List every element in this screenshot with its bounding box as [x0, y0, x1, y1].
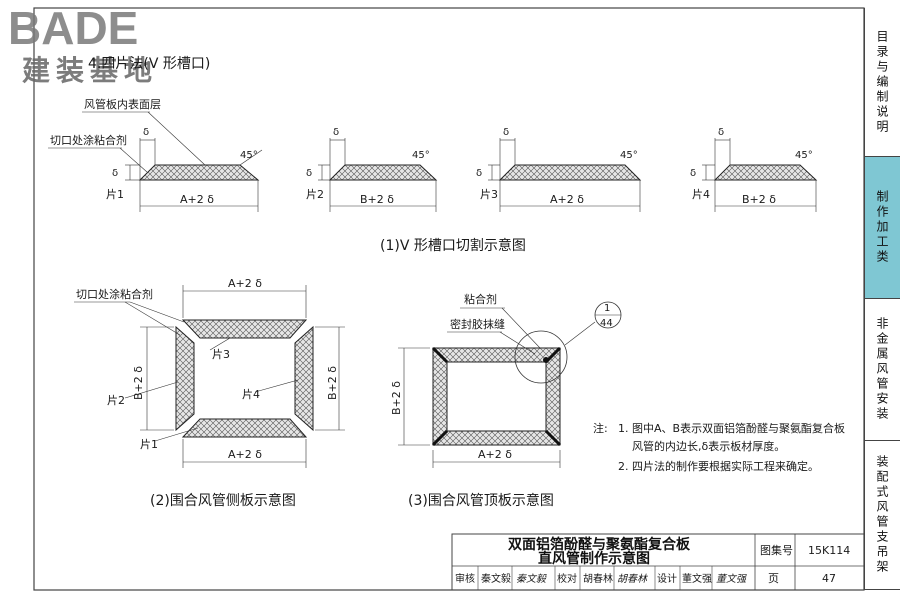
fig1-angle-4: 45°: [795, 150, 813, 161]
fig3-caption: (3)围合风管顶板示意图: [408, 492, 554, 509]
atlas-number: 15K114: [808, 544, 850, 557]
fig1-delta-side-2: δ: [306, 168, 312, 179]
fig1-piece-1: 片1: [106, 188, 124, 201]
fig2-piece-3: 片3: [212, 348, 230, 361]
fig1-panel-4: δ δ 45° 片4 B+2 δ: [690, 127, 818, 212]
fig1-label-glue: 切口处涂粘合剂: [50, 133, 127, 147]
fig1-piece-2: 片2: [306, 188, 324, 201]
notes-line-1: 1. 图中A、B表示双面铝箔酚醛与聚氨酯复合板: [618, 421, 845, 435]
fig1-caption: (1)V 形槽口切割示意图: [380, 237, 526, 254]
fig2-dim-left: B+2 δ: [132, 366, 145, 400]
sidebar-item-label: 制作加工类: [875, 190, 889, 265]
fig1-piece-3: 片3: [480, 188, 498, 201]
fig3-dim-left: B+2 δ: [390, 381, 403, 415]
fig1-dim-4: B+2 δ: [742, 193, 776, 206]
fig1-dim-1: A+2 δ: [180, 193, 214, 206]
fig1-delta-top-1: δ: [143, 127, 149, 138]
notes-line-2: 风管的内边长,δ表示板材厚度。: [632, 439, 785, 453]
sidebar-item-catalog[interactable]: 目录与编制说明: [864, 8, 900, 156]
title-line-1: 双面铝箔酚醛与聚氨酯复合板: [508, 536, 691, 553]
tb-review-name: 秦文毅: [481, 572, 511, 585]
fig2-piece-2: 片2: [107, 394, 125, 407]
fig1-panel-3: δ δ 45° 片3 A+2 δ: [476, 127, 642, 212]
fig1-delta-side-4: δ: [690, 168, 696, 179]
fig1-delta-top-4: δ: [718, 127, 724, 138]
tb-check-name: 胡春林: [583, 572, 613, 585]
title-line-2: 直风管制作示意图: [538, 550, 650, 567]
page-label: 页: [768, 572, 779, 585]
tb-review-label: 审核: [455, 572, 475, 585]
sidebar-item-fabrication[interactable]: 制作加工类: [864, 156, 900, 298]
sidebar-item-nonmetal-duct[interactable]: 非金属风管安装: [864, 298, 900, 440]
sidebar-item-label: 目录与编制说明: [875, 29, 889, 135]
notes-line-3: 2. 四片法的制作要根据实际工程来确定。: [618, 459, 819, 473]
fig3-dim-bottom: A+2 δ: [478, 448, 512, 461]
fig3-detail-ref-bottom: 44: [600, 318, 613, 329]
fig3-label-glue: 粘合剂: [464, 292, 497, 306]
fig1-delta-top-3: δ: [503, 127, 509, 138]
notes-prefix: 注:: [593, 421, 608, 435]
fig1-label-inner-surface: 风管板内表面层: [84, 97, 161, 111]
fig1-piece-4: 片4: [692, 188, 710, 201]
fig2-dim-bottom: A+2 δ: [228, 448, 262, 461]
fig2-dim-top: A+2 δ: [228, 277, 262, 290]
fig1-dim-3: A+2 δ: [550, 193, 584, 206]
sidebar-item-support-hanger[interactable]: 装配式风管支吊架: [864, 440, 900, 590]
page-number: 47: [822, 572, 836, 585]
atlas-label: 图集号: [760, 543, 793, 557]
fig1-angle-2: 45°: [412, 150, 430, 161]
fig2-piece-1: 片1: [140, 438, 158, 451]
fig2-dim-right: B+2 δ: [326, 366, 339, 400]
fig3-assembly: [398, 301, 622, 468]
tb-design-name: 董文强: [682, 572, 712, 585]
tb-design-sign: 董文强: [716, 573, 747, 585]
fig1-dim-2: B+2 δ: [360, 193, 394, 206]
sidebar-item-label: 装配式风管支吊架: [875, 455, 889, 575]
fig1-delta-side-3: δ: [476, 168, 482, 179]
fig2-caption: (2)围合风管侧板示意图: [150, 492, 296, 509]
fig1-panel-1: δ δ 45° 片1 A+2 δ: [106, 127, 263, 212]
sidebar-item-label: 非金属风管安装: [875, 317, 889, 422]
fig2-piece-4: 片4: [242, 388, 260, 401]
logo-subtitle: 建装基地: [22, 54, 158, 87]
fig1-angle-3: 45°: [620, 150, 638, 161]
fig3-detail-ref-top: 1: [604, 303, 610, 314]
tb-check-sign: 胡春林: [617, 573, 648, 585]
fig3-label-sealant: 密封胶抹缝: [450, 317, 505, 331]
fig1-angle-1: 45°: [240, 150, 258, 161]
fig1-panel-2: δ δ 45° 片2 B+2 δ: [306, 127, 438, 212]
tb-check-label: 校对: [557, 572, 577, 585]
fig2-label-glue: 切口处涂粘合剂: [76, 287, 153, 301]
fig2-assembly: [74, 285, 345, 468]
tb-design-label: 设计: [657, 572, 677, 585]
tb-review-sign: 秦文毅: [516, 573, 547, 585]
fig1-delta-side-1: δ: [112, 168, 118, 179]
logo-brand: BADE: [8, 2, 138, 54]
fig1-delta-top-2: δ: [333, 127, 339, 138]
section-heading: 4.四片法(V 形槽口): [88, 56, 210, 72]
